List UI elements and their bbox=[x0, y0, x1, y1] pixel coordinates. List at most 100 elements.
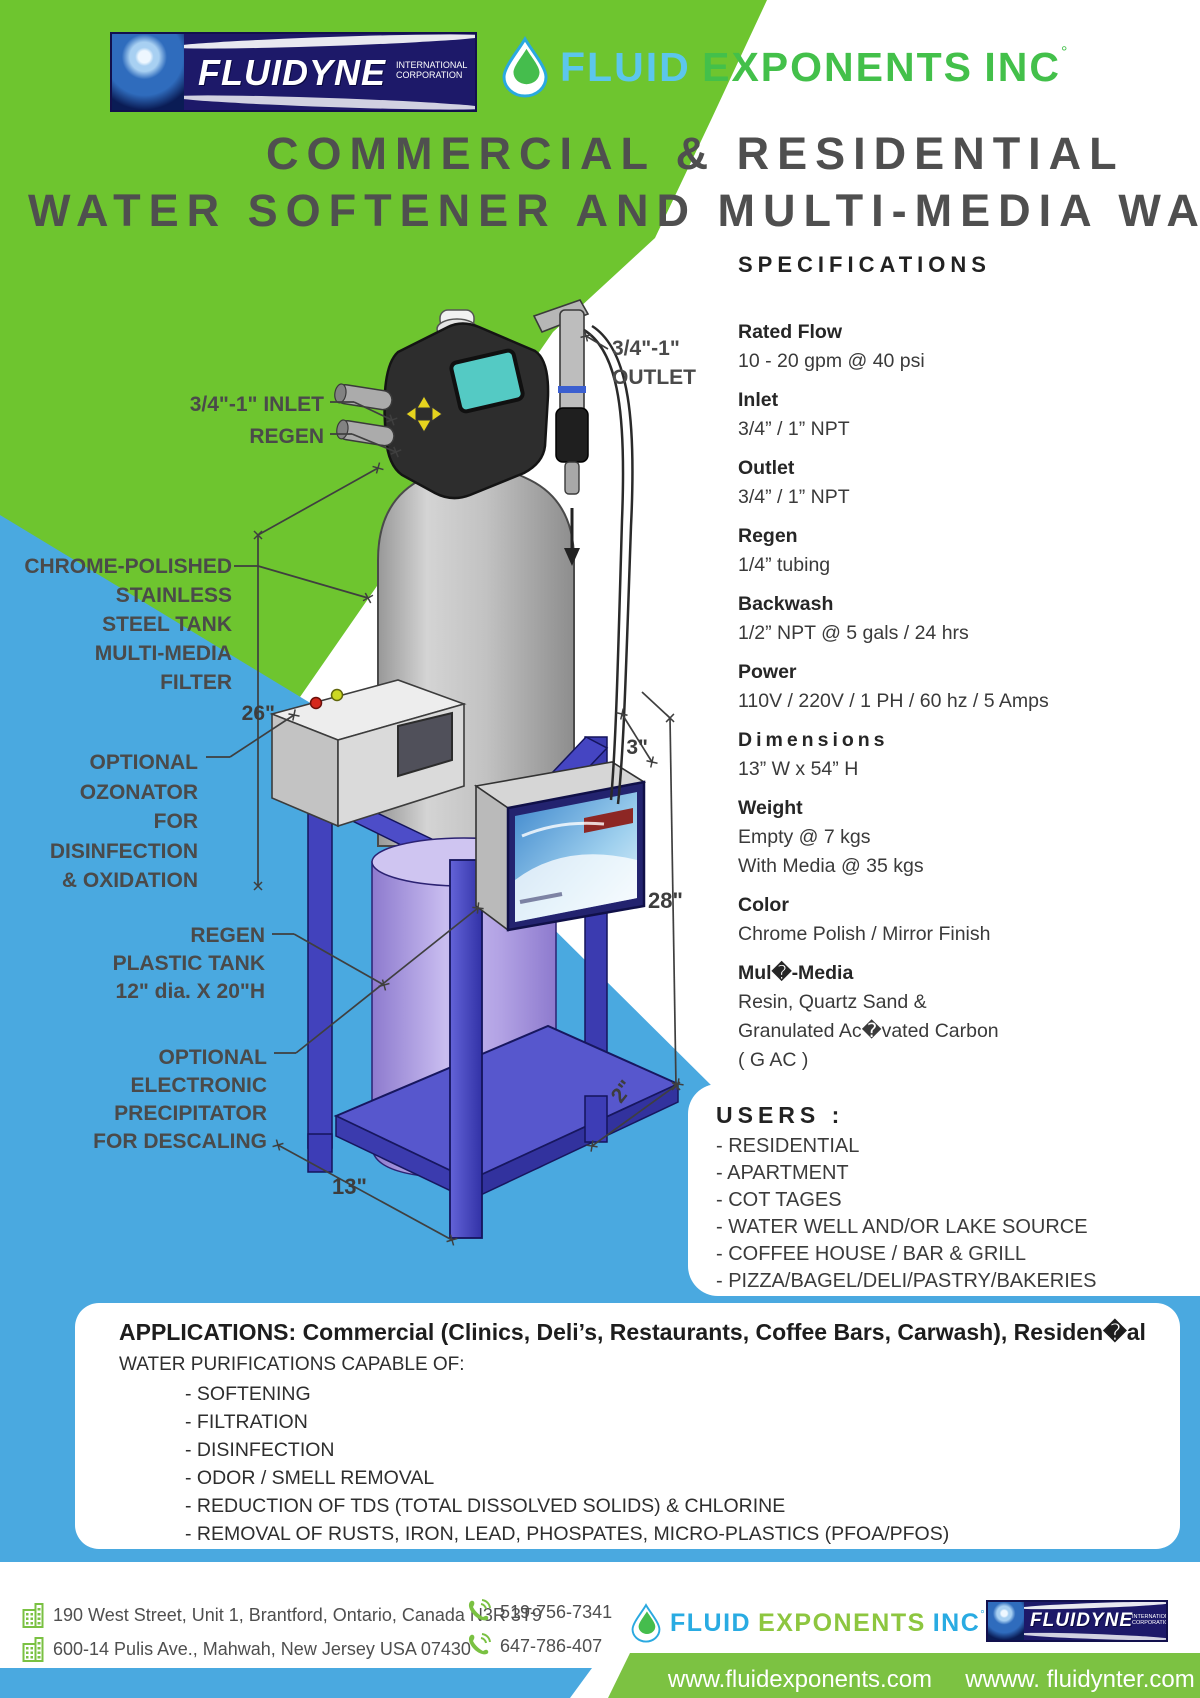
fe-trademark-dot: ° bbox=[980, 1608, 985, 1621]
callout-regen: REGEN bbox=[249, 425, 324, 448]
address-row-usa: 600-14 Pulis Ave., Mahwah, New Jersey US… bbox=[22, 1634, 622, 1664]
fluidyne-tagline-1: INTERNATIONAL bbox=[1132, 1614, 1166, 1620]
spec-label: Rated Flow bbox=[738, 321, 843, 343]
dimension-13in: 13" bbox=[332, 1174, 367, 1199]
callout-regen-tank-line: 12" dia. X 20"H bbox=[115, 980, 265, 1003]
spec-value: Empty @ 7 kgs bbox=[738, 826, 871, 848]
spec-backwash: Backwash 1/2” NPT @ 5 gals / 24 hrs bbox=[738, 590, 1188, 648]
users-section: USERS : - RESIDENTIAL - APARTMENT - COT … bbox=[688, 1084, 1200, 1296]
spec-value: 10 - 20 gpm @ 40 psi bbox=[738, 350, 925, 372]
spec-inlet: Inlet 3/4” / 1” NPT bbox=[738, 386, 1188, 444]
fluidyne-logo-panel: FLUIDYNE INTERNATIONAL CORPORATION bbox=[184, 34, 475, 110]
callout-precipitator-line: OPTIONAL bbox=[158, 1046, 268, 1069]
logo-wave-decoration bbox=[1024, 1631, 1166, 1640]
water-drop-icon bbox=[631, 1603, 661, 1643]
spec-value: With Media @ 35 kgs bbox=[738, 855, 924, 877]
spec-power: Power 110V / 220V / 1 PH / 60 hz / 5 Amp… bbox=[738, 658, 1188, 716]
website-fluidexponents: www.fluidexponents.com bbox=[667, 1666, 933, 1693]
applications-item: - SOFTENING bbox=[185, 1383, 311, 1405]
callout-regen-tank-line: REGEN bbox=[190, 924, 265, 947]
applications-heading: APPLICATIONS: Commercial (Clinics, Deli’… bbox=[119, 1319, 1146, 1345]
spec-value: 3/4” / 1” NPT bbox=[738, 418, 850, 440]
spec-value: 110V / 220V / 1 PH / 60 hz / 5 Amps bbox=[738, 690, 1049, 712]
fluid-exponents-header-logo: FLUID EXPONENTS INC° bbox=[500, 36, 1067, 98]
callout-outlet-line1: 3/4"-1" bbox=[612, 337, 680, 360]
fluidyne-logo-panel: FLUIDYNE INTERNATIONAL CORPORATION bbox=[1024, 1602, 1166, 1640]
page-title-line2: WATER SOFTENER AND MULTI-MEDIA WAT bbox=[28, 185, 1200, 236]
callout-regen-tank: REGEN PLASTIC TANK 12" dia. X 20"H bbox=[55, 922, 265, 1006]
spec-value: Granulated Ac�vated Carbon bbox=[738, 1020, 999, 1042]
building-icon bbox=[22, 1602, 44, 1628]
spec-outlet: Outlet 3/4” / 1” NPT bbox=[738, 454, 1188, 512]
spec-value: 3/4” / 1” NPT bbox=[738, 486, 850, 508]
applications-item: - REDUCTION OF TDS (TOTAL DISSOLVED SOLI… bbox=[185, 1495, 786, 1517]
callout-precipitator-line: PRECIPITATOR bbox=[114, 1102, 267, 1125]
spec-weight: Weight Empty @ 7 kgs With Media @ 35 kgs bbox=[738, 794, 1188, 881]
spec-value: 13” W x 54” H bbox=[738, 758, 859, 780]
callout-tank-line: STAINLESS bbox=[115, 584, 232, 607]
fluid-exponents-wordmark: FLUID EXPONENTS INC° bbox=[560, 44, 1067, 91]
applications-item: - ODOR / SMELL REMOVAL bbox=[185, 1467, 435, 1489]
fluid-exponents-footer-logo: FLUID EXPONENTS INC° bbox=[630, 1602, 985, 1644]
spec-label: Power bbox=[738, 661, 797, 683]
callout-ozonator-line: DISINFECTION bbox=[49, 839, 198, 863]
fluidyne-tagline-1: INTERNATIONAL bbox=[396, 60, 468, 70]
fe-word-inc: INC bbox=[984, 43, 1062, 90]
users-item: - COT TAGES bbox=[716, 1189, 842, 1211]
spec-color: Color Chrome Polish / Mirror Finish bbox=[738, 891, 1188, 949]
fluid-exponents-footer-wordmark: FLUID EXPONENTS INC° bbox=[670, 1609, 985, 1638]
phone-number-usa: 647-786-407 bbox=[500, 1636, 603, 1656]
users-item: - WATER WELL AND/OR LAKE SOURCE bbox=[716, 1216, 1088, 1238]
water-splash-icon bbox=[988, 1602, 1024, 1640]
callout-ozonator-line: OZONATOR bbox=[79, 780, 198, 804]
spec-regen: Regen 1/4” tubing bbox=[738, 522, 1188, 580]
building-icon bbox=[22, 1636, 44, 1662]
dimension-26in: 26" bbox=[241, 702, 275, 725]
applications-item: - REMOVAL OF RUSTS, IRON, LEAD, PHOSPATE… bbox=[185, 1523, 950, 1545]
applications-item: - DISINFECTION bbox=[185, 1439, 335, 1461]
callout-tank-line: STEEL TANK bbox=[102, 613, 232, 636]
users-item: - PIZZA/BAGEL/DELI/PASTRY/BAKERIES bbox=[716, 1270, 1097, 1292]
spec-rated-flow: Rated Flow 10 - 20 gpm @ 40 psi bbox=[738, 318, 1188, 376]
applications-item: - FILTRATION bbox=[185, 1411, 308, 1433]
dimension-28in: 28" bbox=[648, 888, 683, 913]
users-list: - RESIDENTIAL - APARTMENT - COT TAGES - … bbox=[716, 1133, 1200, 1295]
spec-value: 1/4” tubing bbox=[738, 554, 831, 576]
users-item: - RESIDENTIAL bbox=[716, 1135, 860, 1157]
users-heading: USERS : bbox=[716, 1102, 845, 1128]
fluidyne-logo-name: FLUIDYNE bbox=[1030, 1610, 1133, 1631]
spec-label: Outlet bbox=[738, 457, 795, 479]
callout-precipitator-line: FOR DESCALING bbox=[93, 1130, 267, 1153]
fe-word-fluid: FLUID bbox=[670, 1608, 752, 1637]
callout-outlet-line2: OUTLET bbox=[612, 366, 696, 389]
website-fluidynter: wwww. fluidynter.com bbox=[965, 1666, 1195, 1693]
callout-ozonator-line: OPTIONAL bbox=[89, 751, 199, 774]
applications-section: APPLICATIONS: Commercial (Clinics, Deli’… bbox=[75, 1303, 1180, 1549]
fluidyne-header-logo: FLUIDYNE INTERNATIONAL CORPORATION bbox=[112, 34, 475, 110]
spec-label: Regen bbox=[738, 525, 798, 547]
spec-label: Weight bbox=[738, 797, 803, 819]
callout-tank: CHROME-POLISHED STAINLESS STEEL TANK MUL… bbox=[22, 552, 232, 697]
logo-wave-decoration bbox=[184, 34, 475, 52]
callout-ozonator-line: FOR bbox=[153, 810, 198, 833]
applications-subheading: WATER PURIFICATIONS CAPABLE OF: bbox=[119, 1354, 465, 1375]
callout-precipitator: OPTIONAL ELECTRONIC PRECIPITATOR FOR DES… bbox=[57, 1044, 267, 1156]
logo-wave-decoration bbox=[184, 92, 475, 110]
address-row-canada: 190 West Street, Unit 1, Brantford, Onta… bbox=[22, 1600, 622, 1630]
fe-word-exponents: EXPONENTS bbox=[758, 1608, 926, 1637]
applications-list: - SOFTENING - FILTRATION - DISINFECTION … bbox=[119, 1380, 1180, 1548]
callout-tank-line: FILTER bbox=[160, 671, 232, 694]
spec-label: Inlet bbox=[738, 389, 779, 411]
water-drop-icon bbox=[502, 36, 548, 98]
fe-word-fluid: FLUID bbox=[560, 43, 691, 90]
users-item: - APARTMENT bbox=[716, 1162, 849, 1184]
spec-dimensions: Dimensions 13” W x 54” H bbox=[738, 726, 1188, 784]
spec-value: ( G AC ) bbox=[738, 1049, 809, 1071]
fluidyne-logo-tagline: INTERNATIONAL CORPORATION bbox=[1132, 1614, 1166, 1627]
spec-value: Resin, Quartz Sand & bbox=[738, 991, 927, 1013]
fe-trademark-dot: ° bbox=[1061, 43, 1068, 61]
fluidyne-logo-tagline: INTERNATIONAL CORPORATION bbox=[396, 60, 467, 81]
callout-ozonator-line: & OXIDATION bbox=[61, 869, 198, 892]
callout-tank-line: CHROME-POLISHED bbox=[24, 555, 232, 578]
